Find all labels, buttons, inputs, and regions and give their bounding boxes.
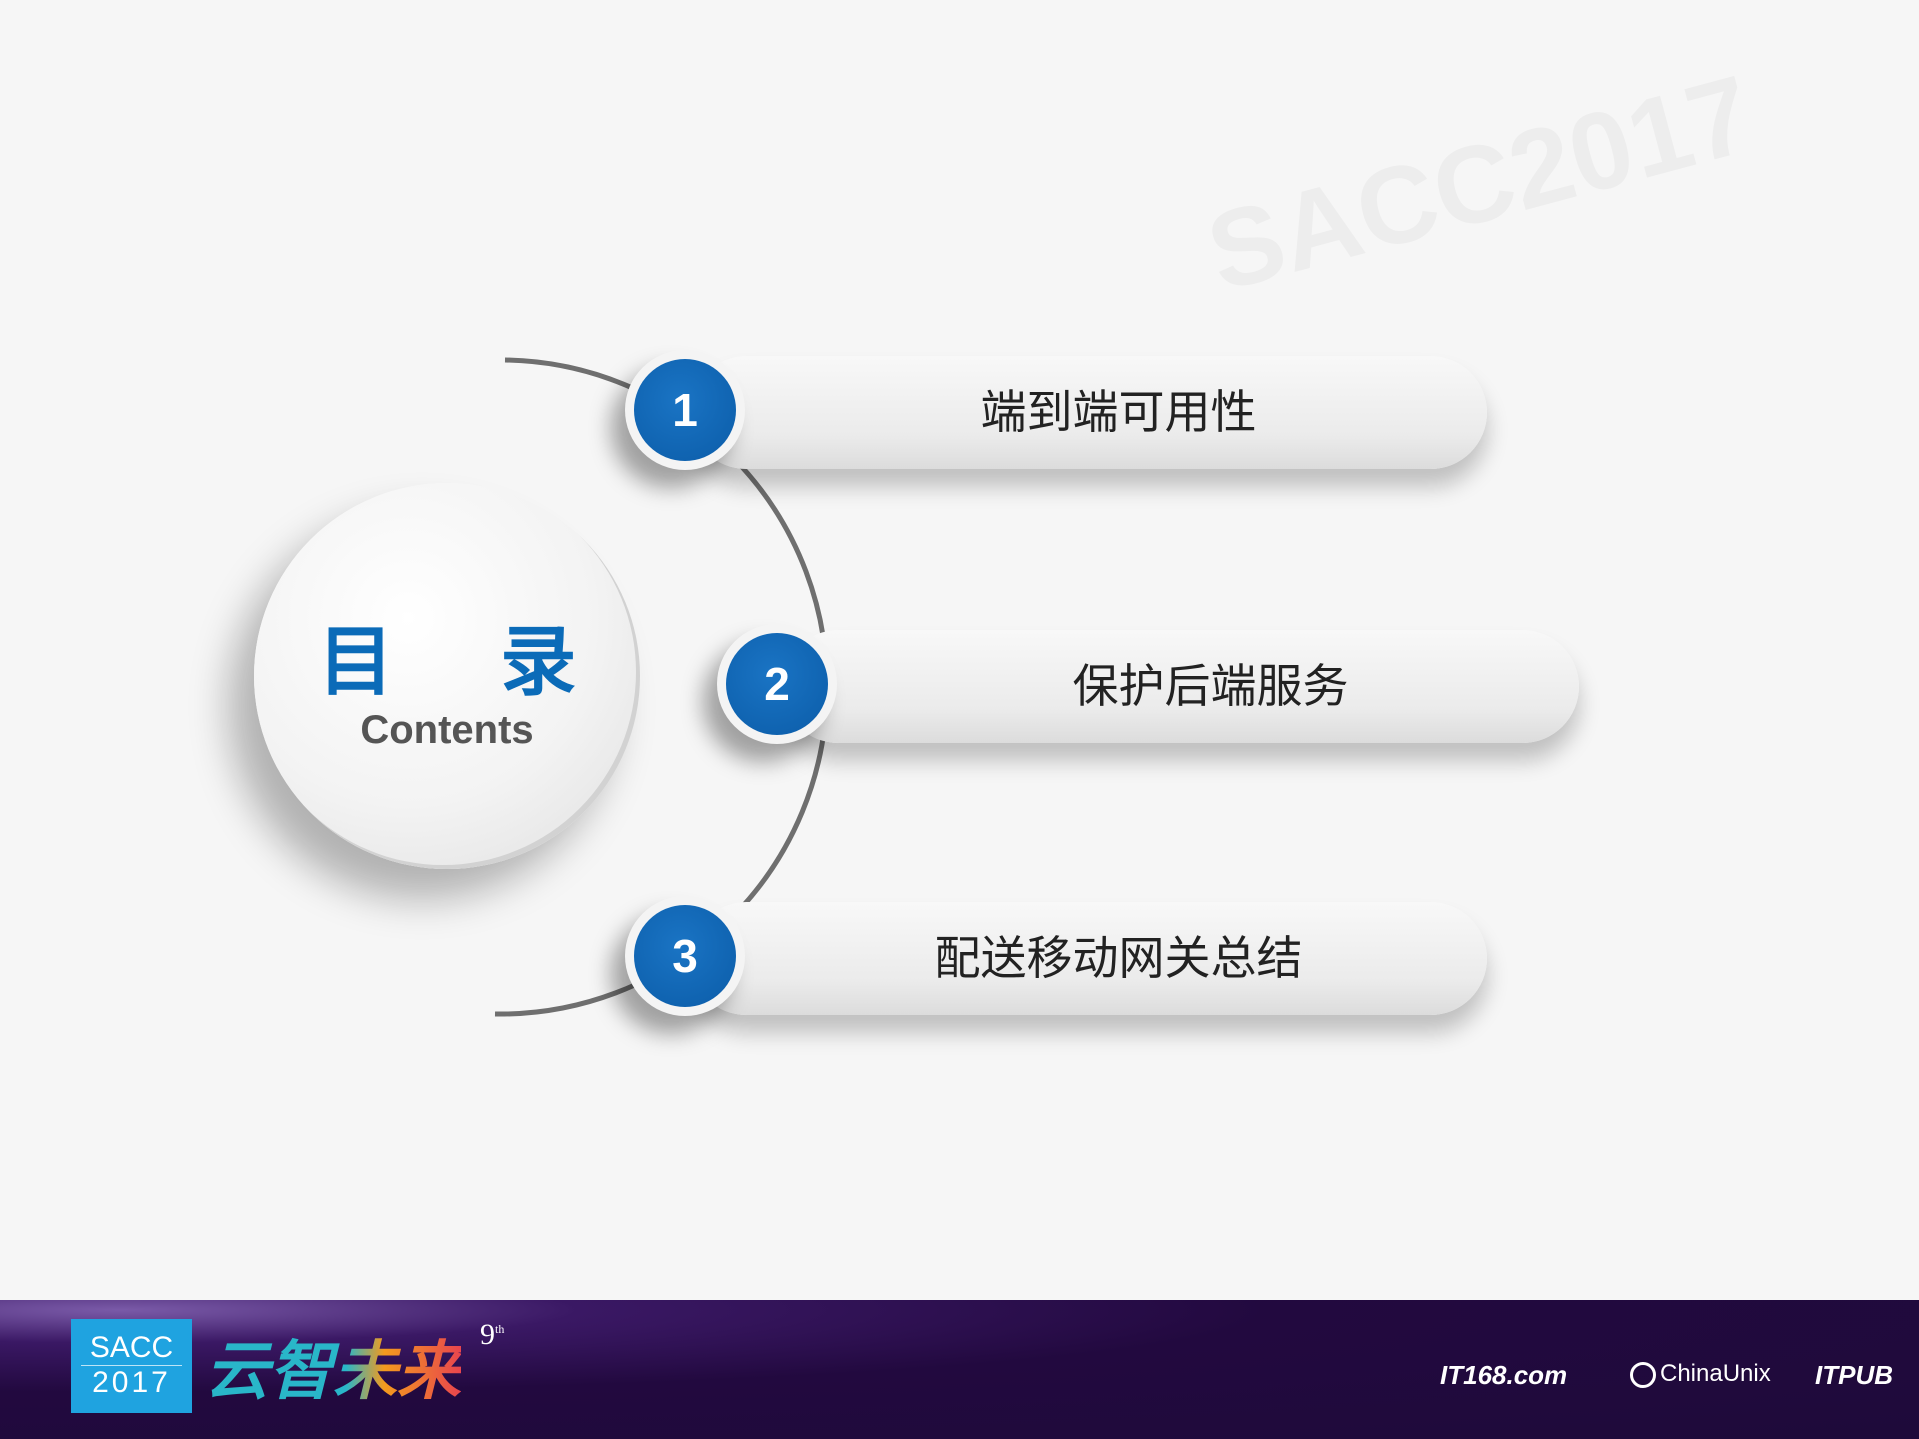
toc-number: 1 [634,359,736,461]
toc-number: 3 [634,905,736,1007]
chinaunix-logo: ChinaUnix [1630,1360,1771,1388]
toc-badge-3: 3 [625,896,745,1016]
page-title: 目 录 [317,617,617,706]
edition-suffix: th [495,1322,505,1336]
sacc-line2: 2017 [81,1365,182,1400]
contents-circle [254,483,640,869]
toc-item-label: 端到端可用性 [980,385,1257,439]
edition-number: 9 [480,1318,495,1351]
toc-item-1[interactable]: 端到端可用性 [690,356,1487,469]
edition: 9th [480,1318,504,1352]
slogan: 云智未来 [205,1320,461,1412]
toc-badge-2: 2 [717,624,837,744]
sacc-logo: SACC 2017 [71,1319,192,1413]
chinaunix-icon [1630,1361,1656,1388]
toc-item-3[interactable]: 配送移动网关总结 [690,902,1487,1015]
itpub-logo: ITPUB [1815,1360,1893,1390]
chinaunix-text: ChinaUnix [1660,1360,1771,1387]
toc-item-2[interactable]: 保护后端服务 [782,630,1579,743]
toc-badge-1: 1 [625,350,745,470]
footer-banner [0,1300,1919,1439]
it168-logo: IT168.com [1440,1360,1568,1390]
toc-item-label: 保护后端服务 [1072,659,1349,713]
page-subtitle: Contents [360,708,534,752]
toc-number: 2 [726,633,828,735]
toc-item-label: 配送移动网关总结 [934,931,1303,985]
sacc-line1: SACC [89,1331,174,1364]
